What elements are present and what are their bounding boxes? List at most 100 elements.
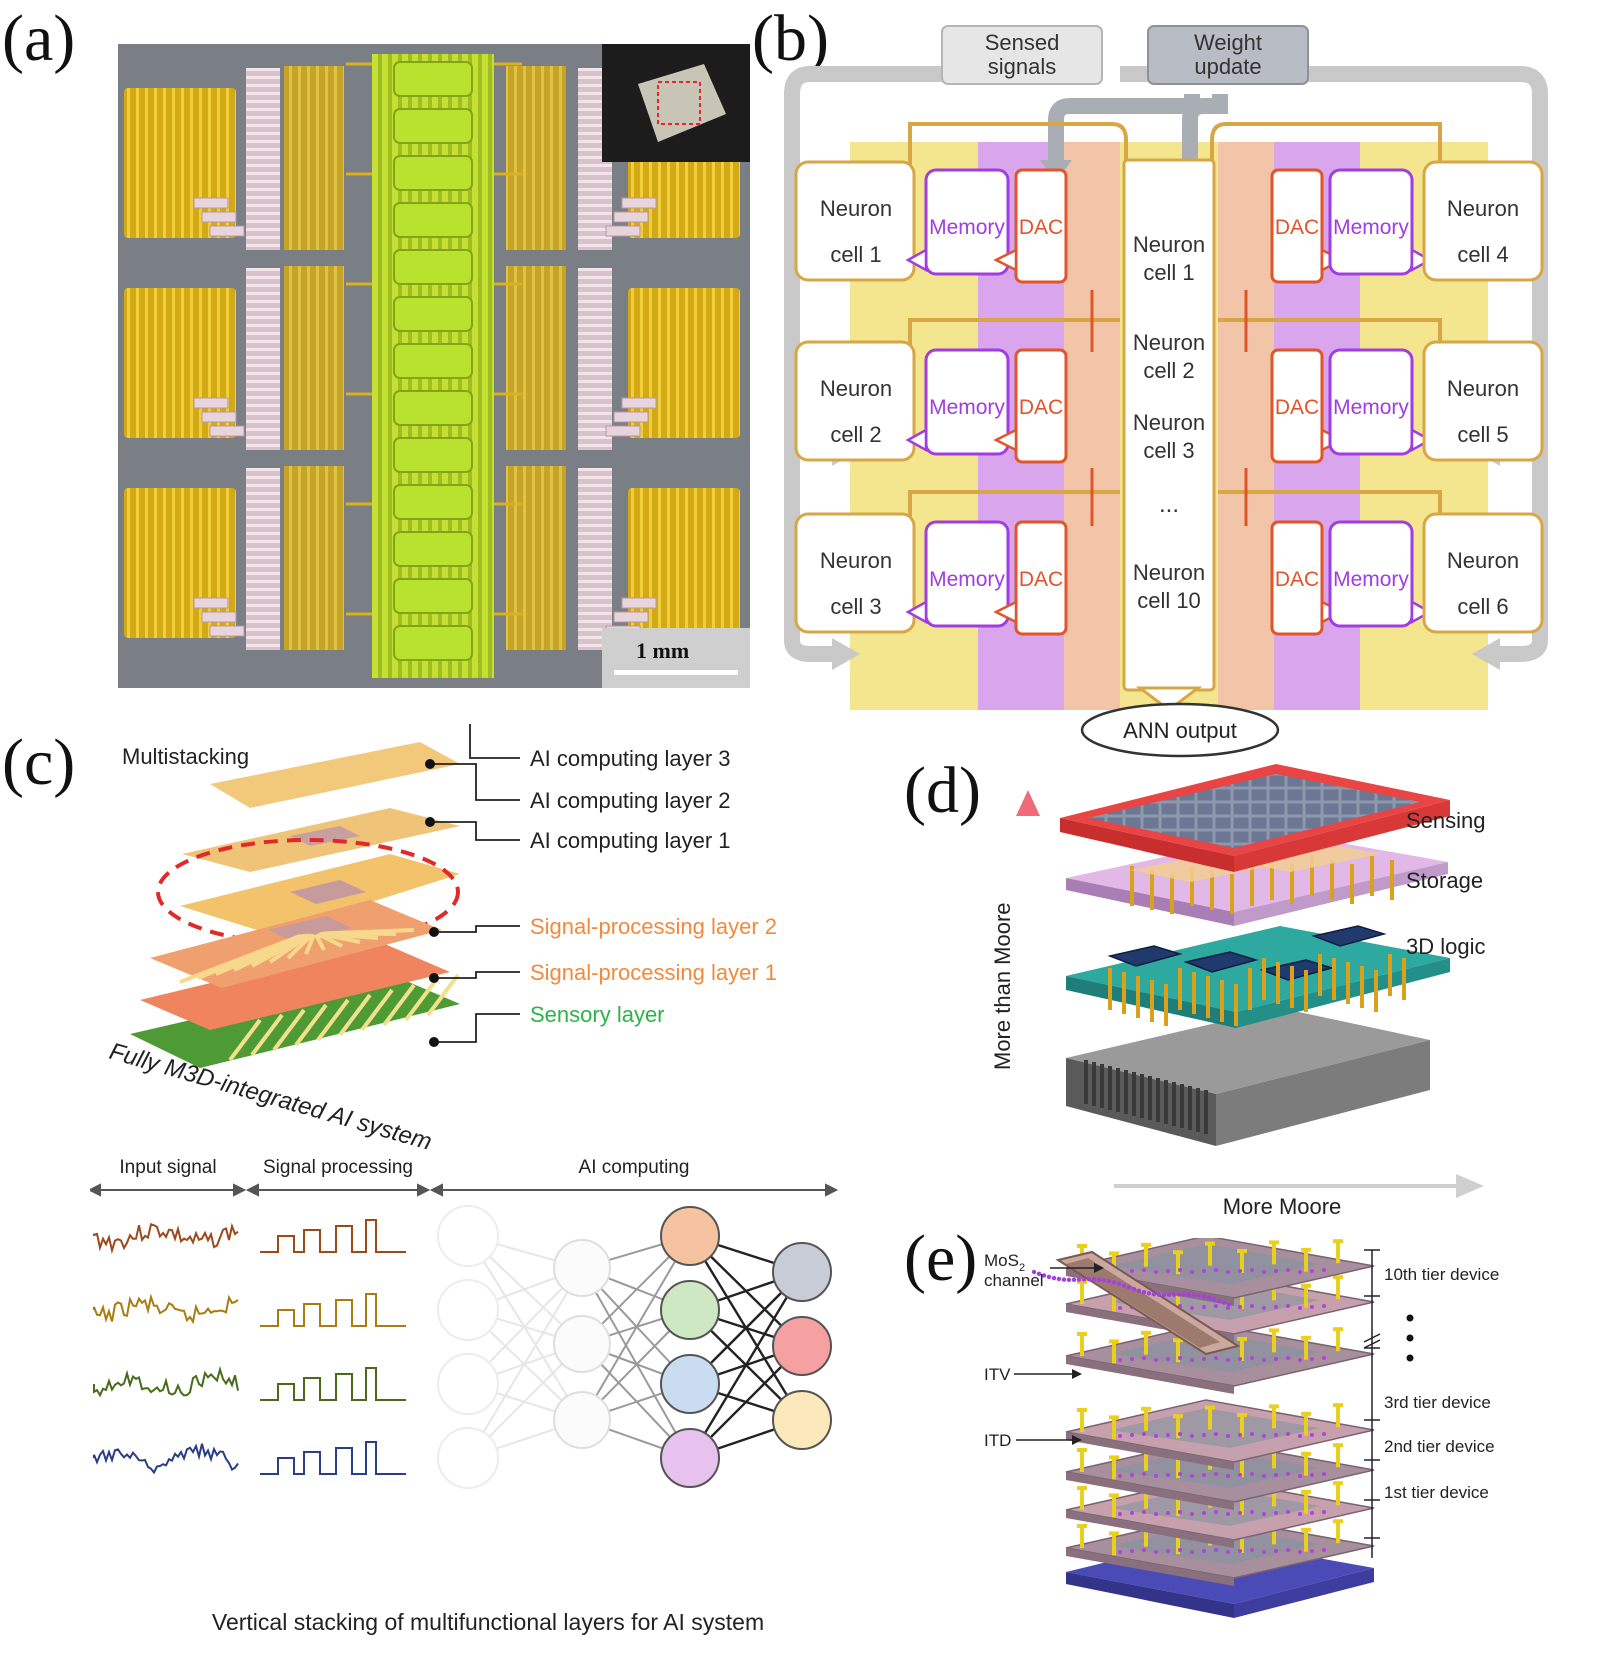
itd-dot xyxy=(1310,1433,1314,1437)
itd-dot xyxy=(1118,1306,1122,1310)
base-board-side xyxy=(1216,1040,1430,1146)
itd-dot xyxy=(1262,1270,1266,1274)
pink-pad xyxy=(193,197,229,209)
itv-pillar xyxy=(1240,1415,1244,1437)
storage-layer-side xyxy=(1234,862,1448,926)
mos2-atom xyxy=(1226,1302,1232,1307)
trace-line xyxy=(404,978,438,1022)
itv-pad xyxy=(1173,1414,1183,1419)
substrate-front xyxy=(1066,1572,1234,1618)
mos2-atom xyxy=(1166,1292,1172,1298)
heatsink-fin xyxy=(1132,1072,1136,1116)
trace-line xyxy=(228,1018,262,1062)
via-pillar xyxy=(1220,980,1224,1022)
net-node xyxy=(437,1353,499,1415)
itd-dot xyxy=(1118,1358,1122,1362)
itd-dot xyxy=(1250,1472,1254,1476)
heatsink-fin xyxy=(1196,1088,1200,1132)
arrowhead xyxy=(905,599,928,625)
itv-pillar xyxy=(1304,1337,1308,1360)
ann-output xyxy=(1080,702,1280,758)
mos2-atom xyxy=(1051,1275,1057,1281)
neuron-box-left xyxy=(794,512,916,634)
mos2-atom xyxy=(1066,1277,1072,1282)
green-cell xyxy=(393,437,473,473)
arrowhead xyxy=(429,1183,443,1197)
mos2-atom xyxy=(1136,1288,1142,1293)
itd-dot xyxy=(1154,1474,1158,1478)
neuron-label-left: Neuron xyxy=(820,196,892,221)
dac-label-left: DAC xyxy=(1019,396,1063,419)
itd-dot xyxy=(1178,1268,1182,1272)
via-pillar xyxy=(1370,856,1374,896)
itv-pillar xyxy=(1176,1494,1180,1517)
green-cell xyxy=(393,296,473,332)
itd-dot xyxy=(1286,1356,1290,1360)
pink-pad xyxy=(201,211,237,223)
heatsink-fin xyxy=(1108,1066,1112,1110)
itd-dot xyxy=(1190,1512,1194,1516)
substrate-side xyxy=(1234,1568,1374,1618)
itv-pillar xyxy=(1272,1330,1276,1353)
green-cell xyxy=(393,249,473,285)
pink-pad xyxy=(621,597,657,609)
itd-dot xyxy=(1214,1304,1218,1308)
itv-pad xyxy=(1333,1443,1343,1448)
via-pillar xyxy=(1250,866,1254,906)
itv-pillar xyxy=(1336,1329,1340,1352)
itd-dot xyxy=(1166,1269,1170,1273)
itv-pad xyxy=(1333,1239,1343,1244)
itd-dot xyxy=(1286,1510,1290,1514)
m3d-stack-diagram: Multistacking AI computing layer 3AI com… xyxy=(90,724,839,1635)
itd-dot xyxy=(1130,1549,1134,1553)
itv-pillar xyxy=(1144,1524,1148,1547)
itd-dot xyxy=(1166,1357,1170,1361)
pulse-train xyxy=(260,1219,406,1253)
gold-wiring xyxy=(506,266,566,450)
trace-line xyxy=(286,933,314,960)
dac-box-right xyxy=(1270,348,1324,464)
logic-layer-top xyxy=(1066,926,1450,1012)
neural-network-diagram: Sensed signals Weight update Neuroncell … xyxy=(784,25,1548,758)
tier-label-10: 10th tier device xyxy=(1384,1265,1499,1284)
base-board-top xyxy=(1066,1008,1430,1094)
channel-formula: MoS xyxy=(984,1251,1019,1270)
itv-pillar xyxy=(1304,1413,1308,1436)
via-pillar xyxy=(1388,954,1392,996)
gold-wiring xyxy=(284,66,344,250)
via-pillar xyxy=(1150,870,1154,910)
arrowhead xyxy=(1410,599,1433,625)
itv-pillar xyxy=(1240,1287,1244,1309)
memory-label-right: Memory xyxy=(1333,568,1409,591)
itv-pillar xyxy=(1208,1407,1212,1430)
via-pillar xyxy=(1402,958,1406,1000)
gold-wiring xyxy=(284,466,344,650)
neuron-box-right xyxy=(1422,160,1544,282)
itv-pillar xyxy=(1176,1252,1180,1275)
leader-dot xyxy=(429,973,439,983)
itv-pad xyxy=(1269,1328,1279,1333)
itd-dot xyxy=(1178,1510,1182,1514)
gold-wiring xyxy=(506,466,566,650)
center-neuron-label: Neuron xyxy=(1133,330,1205,355)
itd-dot xyxy=(1118,1474,1122,1478)
itv-pad xyxy=(1301,1283,1311,1288)
via-pillar xyxy=(1374,970,1378,1012)
itv-pad xyxy=(1077,1486,1087,1490)
heatsink-fin xyxy=(1084,1060,1088,1104)
arrowhead xyxy=(1410,247,1433,273)
itd-dot xyxy=(1226,1358,1230,1362)
itd-dot xyxy=(1286,1268,1290,1272)
via-pillar xyxy=(1122,972,1126,1014)
itv-pillar xyxy=(1304,1491,1308,1514)
green-cell xyxy=(393,531,473,567)
via-pillar xyxy=(1276,962,1280,1004)
heatsink-fin xyxy=(1172,1082,1176,1126)
net-node xyxy=(660,1354,720,1414)
itd-dot xyxy=(1310,1511,1314,1515)
pink-ladder xyxy=(246,468,280,650)
leader-line xyxy=(434,925,520,933)
mos2-atom xyxy=(1076,1277,1082,1282)
itv-pillar xyxy=(1304,1285,1308,1308)
itd-dot xyxy=(1130,1511,1134,1515)
